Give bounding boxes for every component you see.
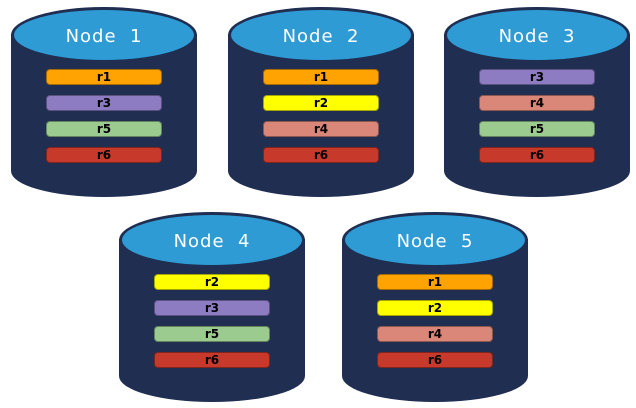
- replica-bar: r2: [263, 95, 379, 111]
- replica-bar: r6: [479, 147, 595, 163]
- replica-bar: r6: [154, 352, 270, 368]
- replica-list: r2 r3 r5 r6: [154, 274, 270, 368]
- cylinder-top-ellipse: Node 1: [11, 7, 197, 63]
- node-cylinder-1: Node 1 r1 r3 r5 r6: [11, 7, 197, 197]
- replica-bar: r5: [154, 326, 270, 342]
- replica-bar: r5: [479, 121, 595, 137]
- cylinder-top-ellipse: Node 2: [228, 7, 414, 63]
- replica-bar: r1: [46, 69, 162, 85]
- node-label: Node 3: [498, 25, 576, 47]
- replica-bar: r3: [154, 300, 270, 316]
- replica-bar: r3: [479, 69, 595, 85]
- node-cylinder-3: Node 3 r3 r4 r5 r6: [444, 7, 630, 197]
- node-label: Node 1: [65, 25, 143, 47]
- node-label: Node 2: [282, 25, 360, 47]
- replica-bar: r6: [46, 147, 162, 163]
- replica-list: r1 r2 r4 r6: [263, 69, 379, 163]
- replica-bar: r1: [377, 274, 493, 290]
- replica-bar: r1: [263, 69, 379, 85]
- replica-list: r1 r3 r5 r6: [46, 69, 162, 163]
- cylinder-top-ellipse: Node 4: [119, 212, 305, 268]
- replica-bar: r5: [46, 121, 162, 137]
- replica-bar: r2: [154, 274, 270, 290]
- replica-bar: r3: [46, 95, 162, 111]
- node-cylinder-4: Node 4 r2 r3 r5 r6: [119, 212, 305, 402]
- replica-bar: r6: [377, 352, 493, 368]
- replica-list: r1 r2 r4 r6: [377, 274, 493, 368]
- node-label: Node 4: [173, 230, 251, 252]
- cylinder-top-ellipse: Node 3: [444, 7, 630, 63]
- replica-bar: r4: [377, 326, 493, 342]
- node-cylinder-2: Node 2 r1 r2 r4 r6: [228, 7, 414, 197]
- cylinder-top-ellipse: Node 5: [342, 212, 528, 268]
- node-cylinder-5: Node 5 r1 r2 r4 r6: [342, 212, 528, 402]
- replica-bar: r4: [479, 95, 595, 111]
- node-label: Node 5: [396, 230, 474, 252]
- replica-list: r3 r4 r5 r6: [479, 69, 595, 163]
- replica-bar: r2: [377, 300, 493, 316]
- replica-bar: r6: [263, 147, 379, 163]
- replica-bar: r4: [263, 121, 379, 137]
